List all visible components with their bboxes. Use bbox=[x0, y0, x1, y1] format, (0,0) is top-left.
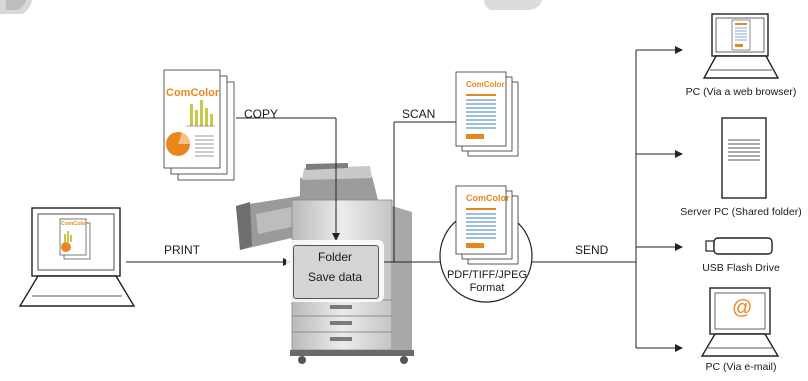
print-label: PRINT bbox=[164, 243, 200, 257]
format-types-label: PDF/TIFF/JPEG bbox=[446, 269, 528, 281]
comcolor-logo-copy: ComColor bbox=[166, 87, 220, 99]
dest-pc-web-icon bbox=[702, 13, 780, 79]
dest-label-pc-web: PC (Via a web browser) bbox=[685, 86, 797, 98]
comcolor-logo-pc: ComColor bbox=[61, 221, 88, 227]
copy-document-stack bbox=[163, 69, 235, 181]
dest-label-usb: USB Flash Drive bbox=[702, 262, 780, 274]
format-document-stack bbox=[455, 185, 519, 265]
send-label: SEND bbox=[575, 243, 609, 257]
dest-server-icon bbox=[721, 117, 767, 199]
folder-save-box bbox=[293, 245, 379, 299]
format-label: Format bbox=[469, 282, 505, 294]
dest-pc-email-icon bbox=[700, 287, 780, 357]
cropped-top-left-shape bbox=[0, 0, 32, 14]
scan-label: SCAN bbox=[402, 107, 436, 121]
email-at-icon: @ bbox=[732, 297, 753, 319]
dest-usb-icon bbox=[705, 237, 773, 255]
folder-label: Folder bbox=[317, 250, 353, 264]
source-pc-icon bbox=[18, 207, 136, 307]
comcolor-logo-scan: ComColor bbox=[466, 80, 505, 89]
cropped-top-center-shape bbox=[484, 0, 542, 10]
comcolor-logo-format: ComColor bbox=[466, 193, 510, 203]
copy-label: COPY bbox=[244, 107, 279, 121]
dest-label-pc-email: PC (Via e-mail) bbox=[705, 361, 777, 373]
flow-lines bbox=[126, 46, 683, 352]
scan-document-stack bbox=[455, 71, 519, 157]
save-data-label: Save data bbox=[307, 270, 363, 284]
dest-label-server: Server PC (Shared folder) bbox=[680, 206, 802, 218]
